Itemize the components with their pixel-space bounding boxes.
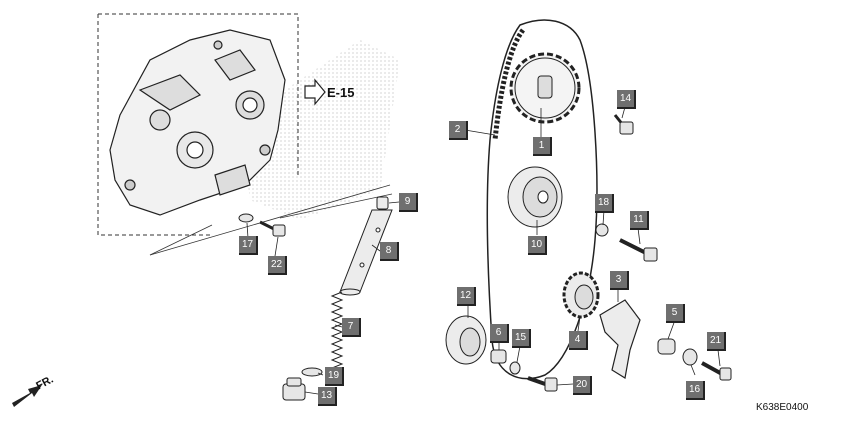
collar-6 [490,349,507,364]
cam-chain-2 [486,19,598,380]
callout-19: 19 [325,367,344,386]
guide-roller-12 [445,315,487,365]
callout-12: 12 [457,287,476,306]
callout-13: 13 [318,387,337,406]
callout-6: 6 [490,324,509,343]
callout-14: 14 [617,90,636,109]
callout-15: 15 [512,329,531,348]
bolt-21 [701,361,732,381]
callout-2: 2 [449,121,468,140]
crankcase-half [109,29,286,216]
washer-16 [682,348,698,366]
callout-22: 22 [268,256,287,275]
callout-5: 5 [666,304,685,323]
tensioner-arm-3 [599,299,641,379]
callout-20: 20 [573,376,592,395]
bolt-14 [613,114,634,135]
reference-label: E-15 [327,85,355,100]
bolt-11 [619,238,658,262]
reference-arrow-icon [304,78,326,106]
leader-lines [246,106,721,395]
callout-17: 17 [239,236,258,255]
callout-18: 18 [595,194,614,213]
sprocket-4 [562,271,600,319]
spring-7 [330,291,344,373]
sealing-bolt-13 [282,377,306,401]
callout-21: 21 [707,332,726,351]
diagram-code: K638E0400 [756,402,809,413]
callout-7: 7 [342,318,361,337]
callout-16: 16 [686,381,705,400]
callout-4: 4 [569,331,588,350]
callout-9: 9 [399,193,418,212]
washer-19 [301,367,323,377]
washer-15 [509,361,521,375]
callout-1: 1 [533,137,552,156]
tensioner-pushrod-8 [339,196,393,296]
callout-8: 8 [380,242,399,261]
cam-sprocket-1 [509,52,581,124]
front-direction-arrow-icon [12,385,42,407]
bolt-20 [527,376,558,392]
callout-11: 11 [630,211,649,230]
collar-5 [657,338,676,355]
projection-shading [240,40,400,220]
callout-10: 10 [528,236,547,255]
crankcase-dashed-outline [98,13,299,175]
tensioner-roller-10 [507,166,563,228]
washer-17 [238,213,254,223]
callout-3: 3 [610,271,629,290]
bolt-22 [259,220,286,237]
washer-18 [595,223,609,237]
